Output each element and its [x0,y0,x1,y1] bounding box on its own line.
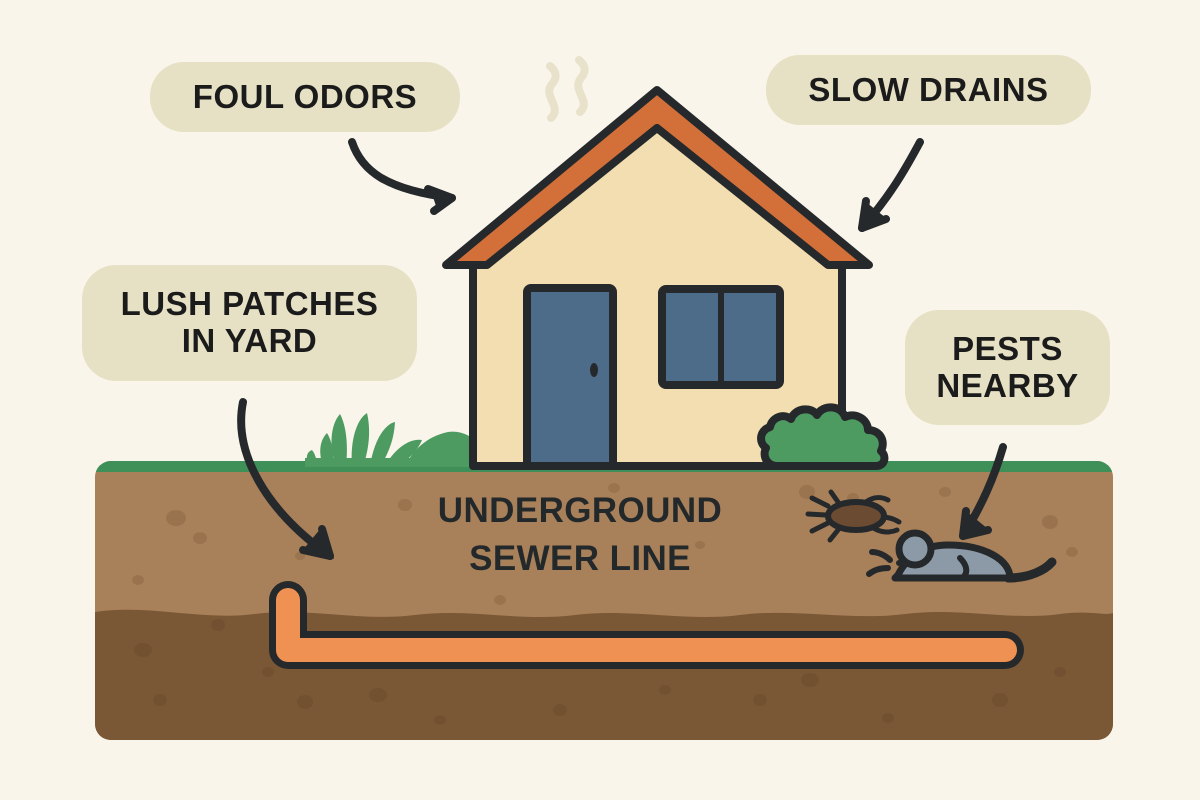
callout-slow-drains-line-1: SLOW DRAINS [808,70,1049,108]
bug-icon [805,489,902,543]
roof [442,86,873,269]
ground-label-line-2: SEWER LINE [469,539,691,579]
callout-foul-odors[interactable]: FOUL ODORS [150,62,460,132]
underground-sewer-line-label: UNDERGROUND SEWER LINE [400,487,760,584]
callout-lush-patches[interactable]: LUSH PATCHES IN YARD [82,265,417,381]
house [442,86,873,470]
sewer-pipe [269,581,1024,669]
odor-wisps-icon [545,56,589,122]
door [523,284,617,470]
callout-lush-patches-line-1: LUSH PATCHES [120,285,379,323]
callout-pests-nearby-line-1: PESTS [952,329,1063,367]
door-knob-icon [590,363,598,377]
arrow-foul-odors [348,138,456,215]
callout-foul-odors-line-1: FOUL ODORS [192,77,418,115]
callout-slow-drains[interactable]: SLOW DRAINS [766,55,1091,125]
bush-right [757,403,889,470]
ground-block [95,461,1113,740]
soil-bottom-layer [95,609,1113,740]
soil-speckles [132,483,1078,605]
callout-pests-nearby[interactable]: PESTS NEARBY [905,310,1110,425]
ground-label-line-1: UNDERGROUND [437,491,723,530]
callout-lush-patches-line-2: IN YARD [181,322,318,359]
mouse-icon [866,529,1057,583]
arrow-pests-nearby [959,443,1007,540]
arrow-slow-drains [858,138,924,232]
arrow-lush-patches [237,398,334,560]
callout-pests-nearby-line-2: NEARBY [936,366,1079,404]
